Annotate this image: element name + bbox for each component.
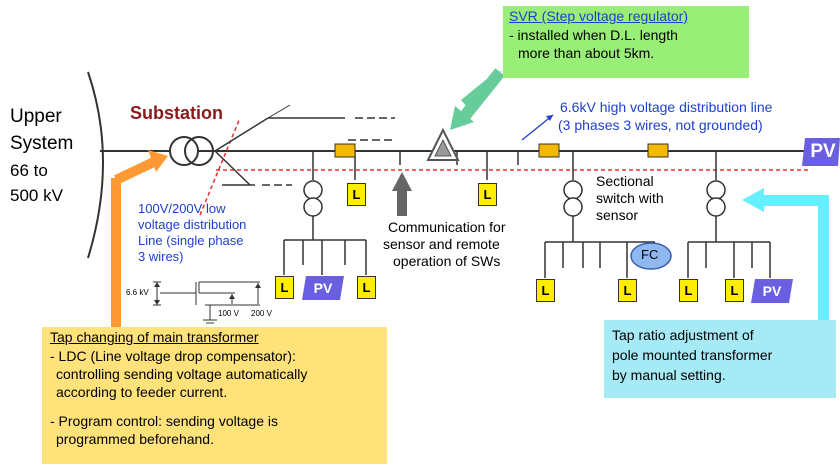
lv-line-label-2: voltage distribution	[138, 217, 247, 232]
lv-line-label-4: 3 wires)	[138, 249, 184, 264]
sectional-line2: switch with	[596, 190, 664, 206]
upper-system-line4: 500 kV	[10, 186, 63, 205]
load-box: L	[536, 279, 555, 302]
upper-system-arc	[87, 71, 104, 259]
upper-system-line3: 66 to	[10, 161, 48, 180]
pv-panel-1	[302, 276, 344, 300]
hv-line-label-1: 6.6kV high voltage distribution line	[560, 99, 773, 115]
gray-arrow	[392, 172, 412, 191]
tap-pole-line3: by manual setting.	[612, 367, 726, 383]
svr-line2: more than about 5km.	[518, 45, 655, 61]
communication-line1: Communication for	[388, 219, 506, 235]
sectional-line1: Sectional	[596, 173, 654, 189]
tap-200v-label: 200 V	[251, 309, 272, 318]
svr-title: SVR (Step voltage regulator)	[509, 8, 688, 24]
pv-label-end: PV	[810, 141, 836, 162]
substation-label: Substation	[130, 103, 223, 123]
pv-end-symbol	[802, 138, 840, 166]
tap-pole-callout: Tap ratio adjustment of pole mounted tra…	[604, 320, 836, 398]
communication-line2: sensor and remote	[383, 236, 500, 252]
sectional-switch-2	[538, 143, 560, 158]
upper-system-line1: Upper	[10, 106, 62, 127]
hv-line-label-2: (3 phases 3 wires, not grounded)	[558, 117, 763, 133]
pv-panel-2	[751, 279, 793, 303]
tap-main-program-1: - Program control: sending voltage is	[50, 413, 278, 429]
sectional-line3: sensor	[596, 207, 639, 223]
tap-pole-line1: Tap ratio adjustment of	[612, 327, 754, 343]
svr-line1: - installed when D.L. length	[509, 27, 678, 43]
tap-main-ldc-1: - LDC (Line voltage drop compensator):	[50, 348, 296, 364]
load-box: L	[725, 279, 744, 302]
load-box: L	[357, 276, 376, 299]
sectional-switch-1	[334, 143, 356, 158]
sectional-switch-3	[647, 143, 669, 158]
tap-main-ldc-2: controlling sending voltage automaticall…	[56, 366, 308, 382]
substation-transformer-coil-right	[184, 136, 214, 166]
svr-callout: SVR (Step voltage regulator) - installed…	[503, 6, 749, 78]
tap-main-program-2: programmed beforehand.	[56, 431, 214, 447]
load-box: L	[478, 183, 497, 206]
tap-100v-label: 100 V	[218, 309, 239, 318]
load-box: L	[347, 183, 366, 206]
tap-main-ldc-3: according to feeder current.	[56, 384, 228, 400]
fc-label: FC	[641, 247, 659, 262]
lv-line-label-3: Line (single phase	[138, 233, 244, 248]
tap-main-callout: Tap changing of main transformer - LDC (…	[42, 327, 387, 464]
fuel-cell-symbol	[630, 242, 672, 270]
load-box: L	[275, 276, 294, 299]
communication-line3: operation of SWs	[393, 253, 501, 269]
lv-line-label-1: 100V/200V low	[138, 201, 226, 216]
tap-pole-line2: pole mounted transformer	[612, 347, 773, 363]
upper-system-line2: System	[10, 133, 74, 154]
tap-6-6kv-label: 6.6 kV	[126, 288, 149, 297]
orange-arrow	[148, 150, 168, 172]
lv-dashed-diagonal	[199, 117, 241, 216]
pole-transformer-1	[303, 180, 323, 200]
pv-label-2: PV	[762, 283, 782, 299]
pv-label-1: PV	[313, 280, 333, 296]
pole-transformer-3	[706, 180, 726, 200]
load-box: L	[618, 279, 637, 302]
pole-transformer-2	[563, 180, 583, 200]
tap-main-title: Tap changing of main transformer	[50, 329, 259, 345]
load-box: L	[679, 279, 698, 302]
cyan-arrow	[742, 188, 764, 212]
